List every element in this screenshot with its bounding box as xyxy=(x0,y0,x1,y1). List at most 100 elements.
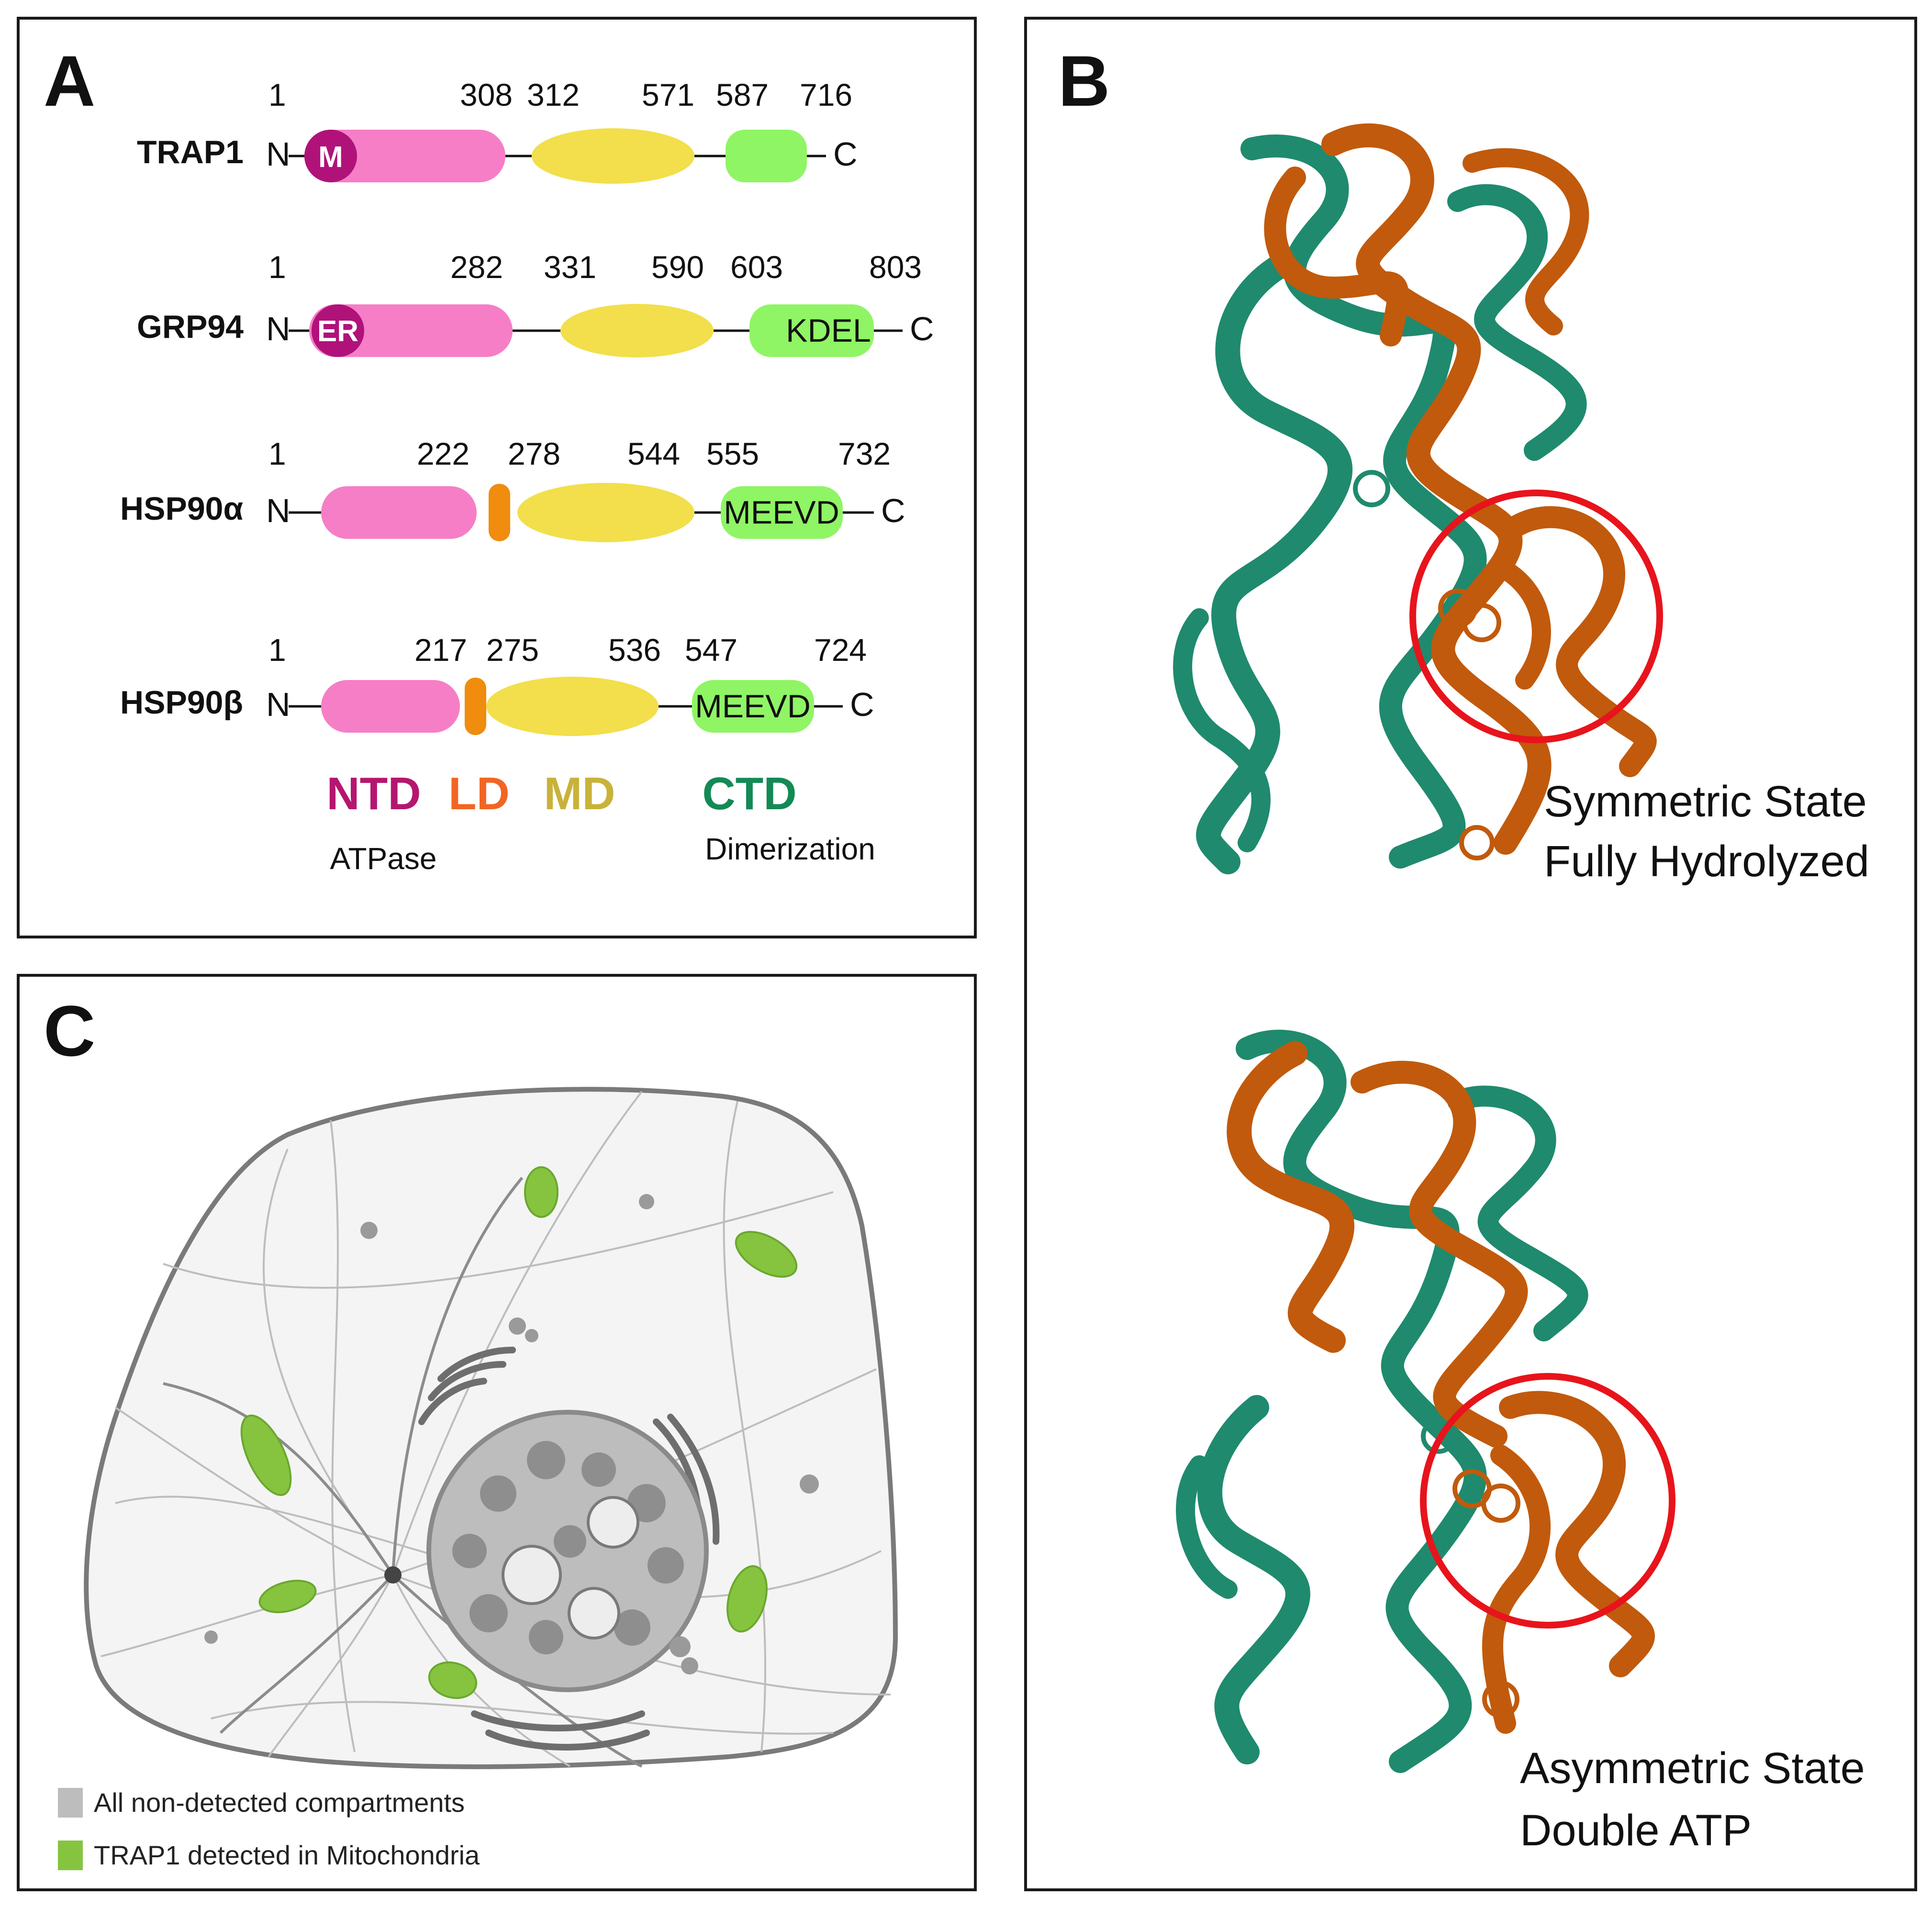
residue-number: 275 xyxy=(486,632,539,668)
residue-number: 222 xyxy=(417,436,469,471)
residue-number: 803 xyxy=(869,249,922,285)
legend-ntd-sub: ATPase xyxy=(330,841,437,876)
mitochondrion xyxy=(258,1580,317,1613)
ntd-domain xyxy=(321,680,460,733)
legend-ctd-sub: Dimerization xyxy=(705,832,875,866)
md-domain xyxy=(560,304,714,357)
ctd-domain xyxy=(749,304,874,357)
residue-number: 536 xyxy=(608,632,661,668)
n-terminus-label: N xyxy=(266,686,290,723)
panel-a-label: A xyxy=(44,41,95,121)
protein-row-hsp90-beta: 1 217 275 536 547 724 HSP90β N MEEVD C xyxy=(120,632,874,736)
highlight-circle xyxy=(1409,490,1663,743)
ctd-motif-label: MEEVD xyxy=(695,688,811,725)
state-label-line2: Fully Hydrolyzed xyxy=(1544,837,1869,886)
residue-number: 547 xyxy=(685,632,737,668)
state-label-line1: Asymmetric State xyxy=(1520,1744,1865,1793)
linker-domain xyxy=(489,484,510,541)
residue-number: 1 xyxy=(268,632,286,668)
residue-number: 555 xyxy=(706,436,759,471)
residue-number: 732 xyxy=(838,436,891,471)
mitochondrion xyxy=(726,1565,768,1633)
residue-number: 724 xyxy=(814,632,867,668)
residue-number: 571 xyxy=(642,77,694,112)
residue-number: 1 xyxy=(268,77,286,112)
ctd-motif-label: MEEVD xyxy=(724,494,839,531)
protein-name: HSP90β xyxy=(120,684,243,721)
ctd-domain xyxy=(721,486,843,539)
highlight-circle xyxy=(1420,1373,1675,1629)
nucleolus xyxy=(587,1496,639,1549)
structure-figure: B Symmetric State Fully Hy xyxy=(1058,41,1869,1855)
residue-number: 716 xyxy=(800,77,852,112)
legend-ld: LD xyxy=(448,768,510,819)
nucleolus xyxy=(568,1587,620,1640)
ctd-motif-label: KDEL xyxy=(786,312,871,349)
protein-name: TRAP1 xyxy=(137,134,244,170)
panel-b-protein-structures: B Symmetric State Fully Hy xyxy=(1024,17,1917,1891)
legend-label-mitochondria: TRAP1 detected in Mitochondria xyxy=(94,1840,480,1870)
ntd-domain xyxy=(304,130,505,182)
ntd-tag-circle xyxy=(304,130,357,182)
domain-legend: NTD ATPase LD MD CTD Dimerization xyxy=(326,768,875,876)
state-label-line1: Symmetric State xyxy=(1544,777,1867,826)
ntd-domain xyxy=(321,486,477,539)
panel-c-label: C xyxy=(44,991,95,1071)
c-terminus-label: C xyxy=(833,135,858,173)
residue-number: 590 xyxy=(651,249,704,285)
ctd-domain xyxy=(692,680,814,733)
md-domain xyxy=(486,677,659,736)
protein-row-hsp90-alpha: 1 222 278 544 555 732 HSP90α N MEEVD C xyxy=(120,436,905,542)
residue-number: 1 xyxy=(268,436,286,471)
mitochondrion xyxy=(428,1661,478,1699)
centrosome xyxy=(384,1566,402,1584)
residue-number: 603 xyxy=(730,249,783,285)
compartment-legend: All non-detected compartments TRAP1 dete… xyxy=(58,1787,480,1870)
legend-ctd: CTD xyxy=(702,768,796,819)
linker-domain xyxy=(465,678,486,735)
mitochondrion xyxy=(524,1166,558,1218)
protein-row-trap1: 1 308 312 571 587 716 TRAP1 N M C xyxy=(137,77,858,184)
c-terminus-label: C xyxy=(881,492,905,529)
residue-number: 587 xyxy=(716,77,769,112)
mitochondrion xyxy=(735,1231,798,1278)
c-terminus-label: C xyxy=(910,310,934,347)
legend-swatch-mitochondria xyxy=(58,1841,83,1870)
ntd-tag-circle xyxy=(312,304,364,357)
ntd-tag-label: M xyxy=(318,141,343,174)
n-terminus-label: N xyxy=(266,310,290,347)
legend-label-non-detected: All non-detected compartments xyxy=(94,1787,465,1818)
ctd-domain xyxy=(726,130,807,182)
cell-diagram: C xyxy=(44,991,898,1870)
protein-row-grp94: 1 282 331 590 603 803 GRP94 N ER KDEL C xyxy=(137,249,934,357)
domain-diagram: A 1 308 312 571 587 716 TRAP1 N M C xyxy=(44,41,934,876)
n-terminus-label: N xyxy=(266,492,290,529)
cell-illustration xyxy=(84,1087,898,1769)
residue-number: 331 xyxy=(544,249,596,285)
symmetric-structure-image xyxy=(1173,123,1657,874)
residue-number: 1 xyxy=(268,249,286,285)
residue-number: 544 xyxy=(627,436,680,471)
state-label-line2: Double ATP xyxy=(1520,1806,1752,1855)
legend-md: MD xyxy=(544,768,615,819)
protein-name: HSP90α xyxy=(120,491,243,527)
residue-number: 308 xyxy=(460,77,513,112)
protein-name: GRP94 xyxy=(137,309,244,345)
legend-ntd: NTD xyxy=(326,768,421,819)
nucleolus xyxy=(502,1545,562,1605)
n-terminus-label: N xyxy=(266,135,290,173)
md-domain xyxy=(532,128,694,184)
legend-swatch-non-detected xyxy=(58,1788,83,1818)
panel-a-domain-architecture: A 1 308 312 571 587 716 TRAP1 N M C xyxy=(17,17,977,938)
panel-c-cell-localization: C xyxy=(17,974,977,1891)
ntd-tag-label: ER xyxy=(317,315,358,348)
mitochondrion xyxy=(240,1414,292,1496)
residue-number: 282 xyxy=(450,249,503,285)
c-terminus-label: C xyxy=(850,686,874,723)
residue-number: 312 xyxy=(527,77,580,112)
residue-number: 217 xyxy=(414,632,467,668)
panel-b-label: B xyxy=(1058,41,1110,121)
residue-number: 278 xyxy=(508,436,560,471)
md-domain xyxy=(517,483,694,542)
asymmetric-structure-image xyxy=(1176,1029,1655,1773)
